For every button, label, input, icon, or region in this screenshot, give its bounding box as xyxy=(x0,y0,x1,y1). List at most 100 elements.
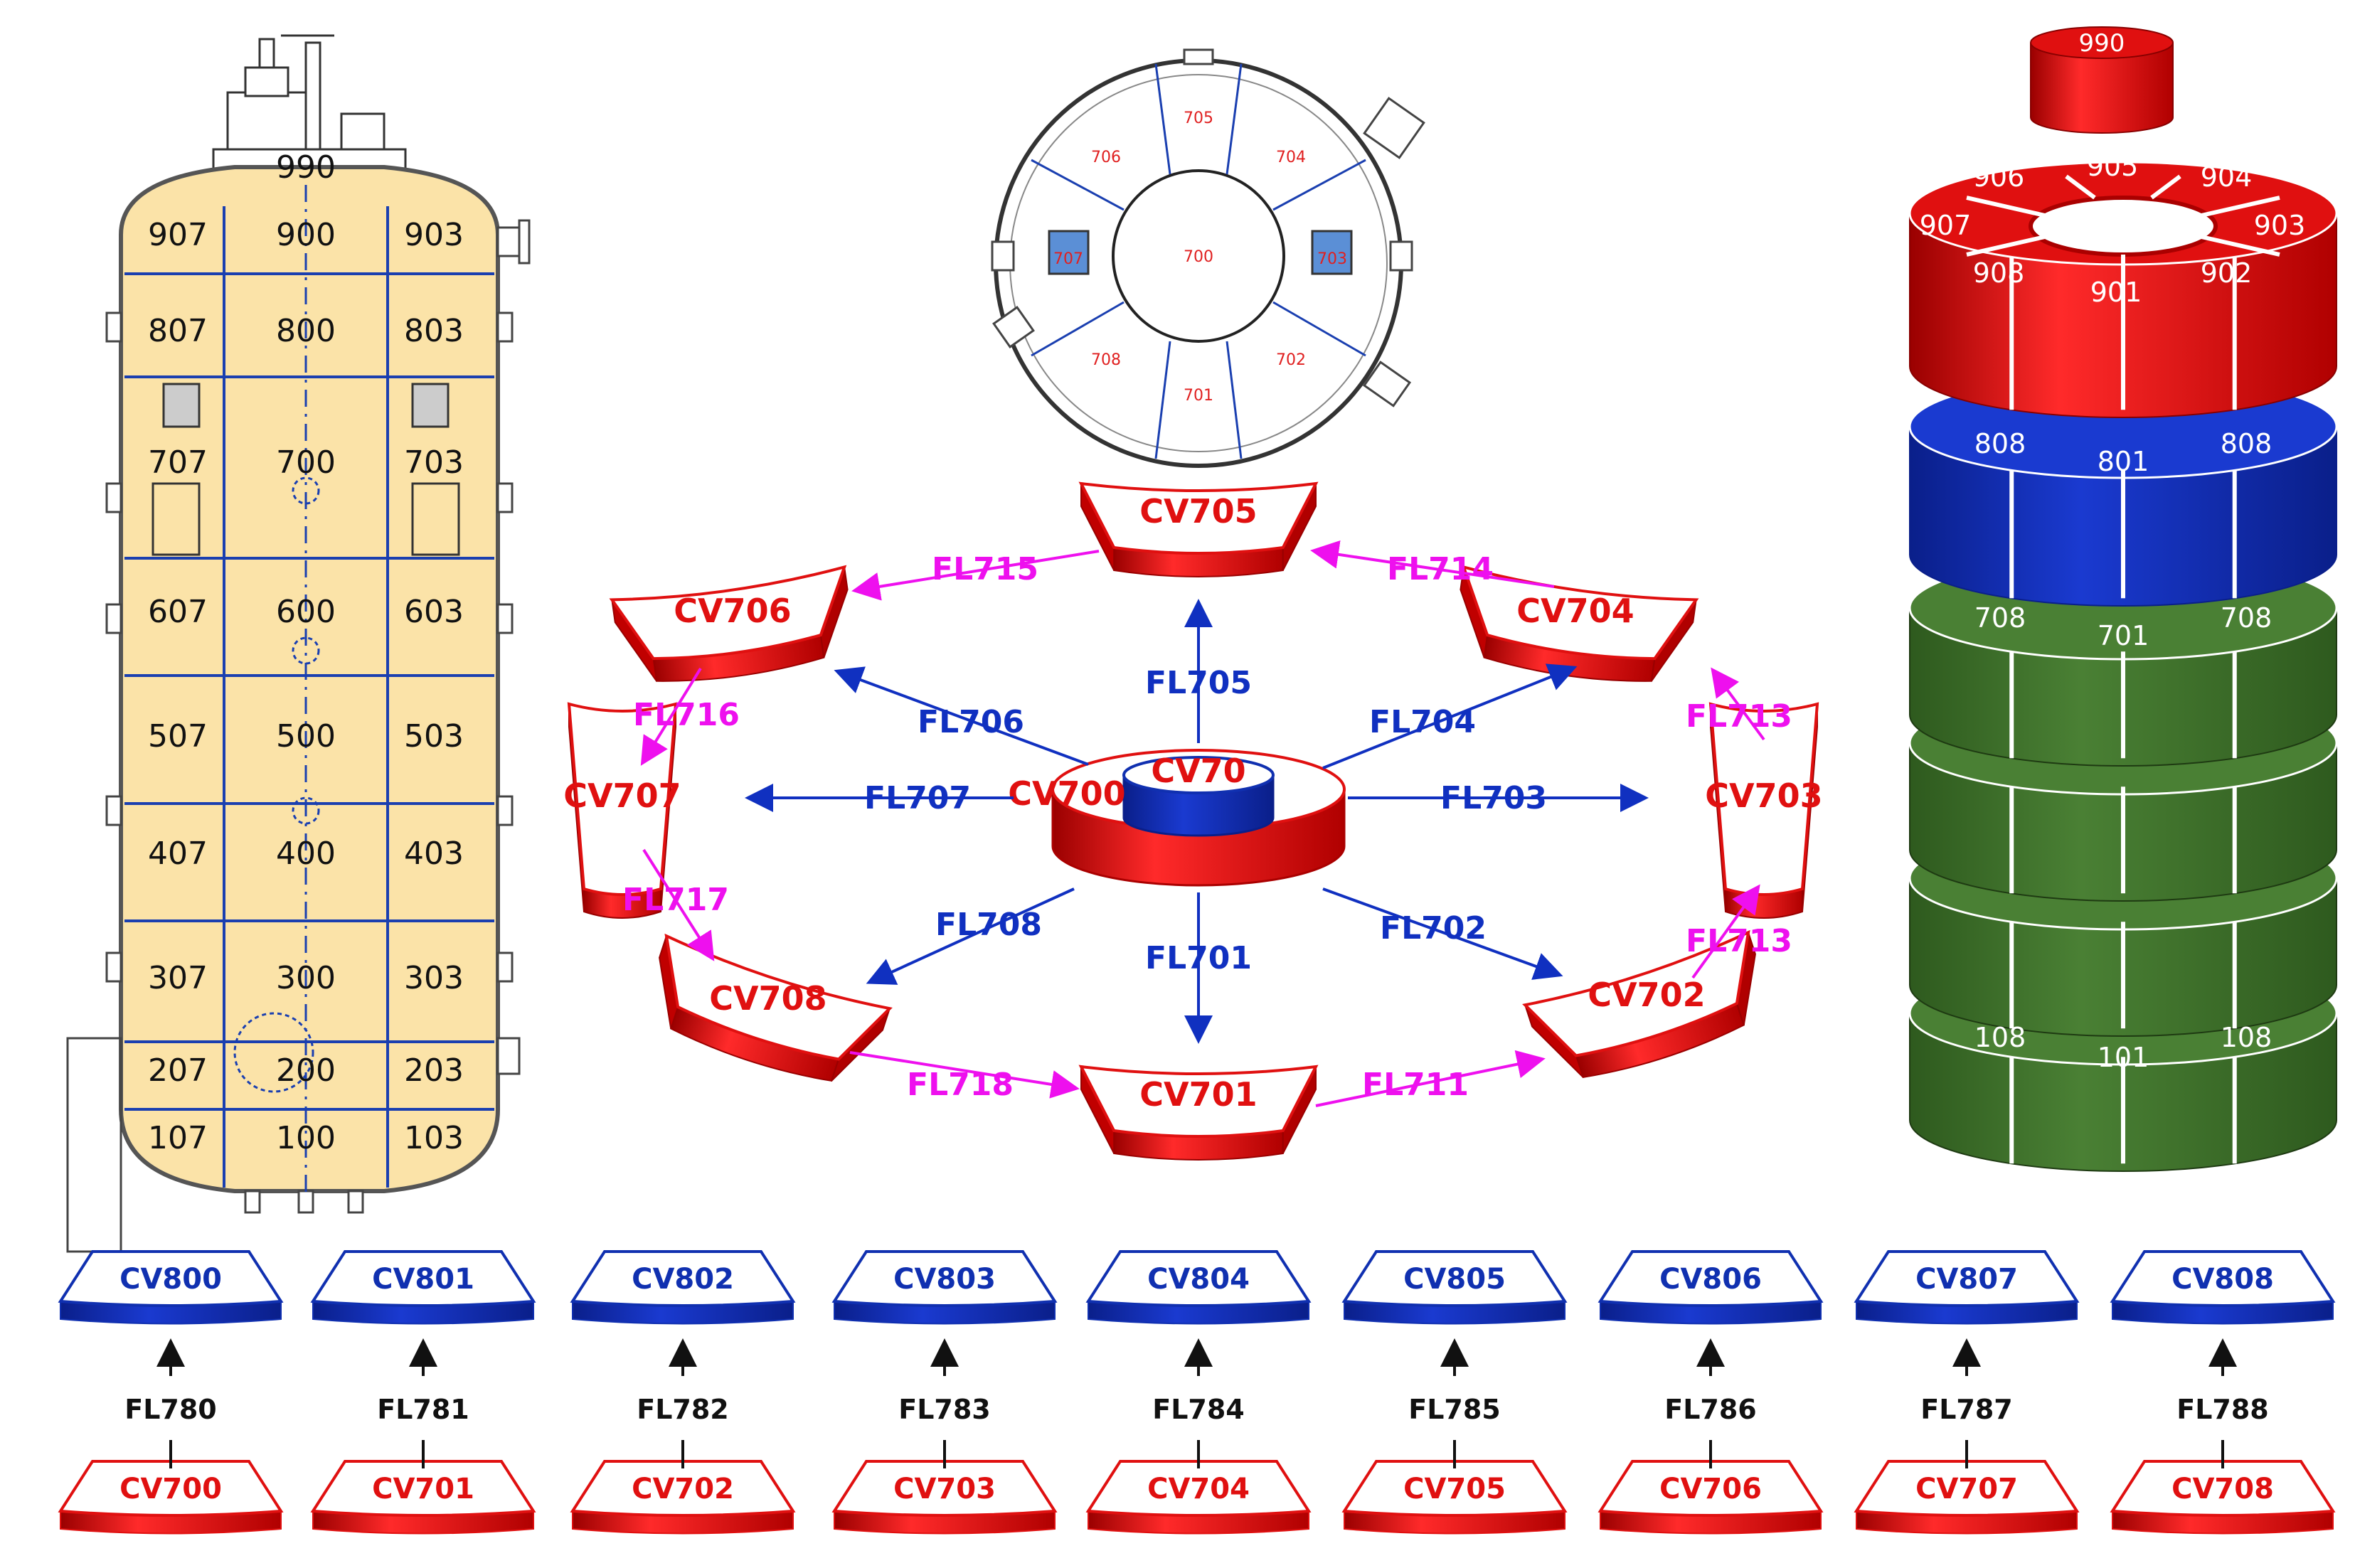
vessel-volume-label: 103 xyxy=(404,1120,464,1156)
vessel-volume-label: 400 xyxy=(276,836,336,872)
stack-blue-label: 808 xyxy=(2221,428,2272,459)
plan-center-label: 700 xyxy=(1184,248,1213,266)
bottom-upper-cv803[interactable] xyxy=(831,1250,1058,1325)
vessel-volume-label: 903 xyxy=(404,217,464,253)
flow-arrow xyxy=(1322,663,1578,769)
plan-sector-label: 708 xyxy=(1091,351,1121,369)
bottom-lower-label: CV705 xyxy=(1403,1473,1506,1505)
vessel-volume-label: 703 xyxy=(404,444,464,481)
flow-label-fl706: FL706 xyxy=(918,704,1024,740)
bottom-upper-cv806[interactable] xyxy=(1598,1250,1824,1325)
vessel-volume-label: 807 xyxy=(148,313,208,349)
bottom-upper-cv807[interactable] xyxy=(1854,1250,2080,1325)
vessel-side-nozzles xyxy=(66,219,531,1253)
bottom-upper-cv801[interactable] xyxy=(310,1250,536,1325)
vessel-volume-label: 403 xyxy=(404,836,464,872)
bottom-flow-label: FL787 xyxy=(1920,1394,2013,1425)
bottom-lower-label: CV706 xyxy=(1659,1473,1762,1505)
bottom-lower-cv707[interactable] xyxy=(1854,1460,2080,1535)
node-n704[interactable] xyxy=(1451,565,1699,692)
plan-sector-label: 707 xyxy=(1053,250,1083,268)
flow-arrow xyxy=(1322,887,1563,980)
node-n703[interactable] xyxy=(1708,702,1819,919)
stack-green-top-label: 708 xyxy=(2221,602,2272,634)
vessel-volume-label: 603 xyxy=(404,594,464,630)
bottom-upper-cv802[interactable] xyxy=(570,1250,796,1325)
flow-label-fl708: FL708 xyxy=(935,907,1042,943)
stack-green-bottom-label: 108 xyxy=(2221,1022,2272,1053)
vessel-volume-label: 407 xyxy=(148,836,208,872)
vessel-volume-label: 500 xyxy=(276,718,336,754)
node-n706[interactable] xyxy=(609,565,857,692)
node-label: CV703 xyxy=(1705,777,1822,815)
bottom-upper-cv800[interactable] xyxy=(58,1250,284,1325)
bottom-lower-cv704[interactable] xyxy=(1085,1460,1312,1535)
node-n705[interactable] xyxy=(1078,481,1319,577)
node-label: CV702 xyxy=(1588,976,1705,1014)
stack-red-label: 904 xyxy=(2201,161,2253,193)
vessel-volume-label: 800 xyxy=(276,313,336,349)
vessel-volume-label: 107 xyxy=(148,1120,208,1156)
vessel-volume-label: 900 xyxy=(276,217,336,253)
flow-label-fl704: FL704 xyxy=(1369,704,1476,740)
bottom-upper-cv805[interactable] xyxy=(1341,1250,1568,1325)
plan-sector-label: 704 xyxy=(1276,149,1306,166)
bottom-upper-label: CV807 xyxy=(1915,1263,2018,1296)
node-n701[interactable] xyxy=(1078,1065,1319,1161)
stack-red-label: 900 xyxy=(2090,210,2142,241)
stack-red-label: 905 xyxy=(2087,151,2139,182)
vessel-volume-label: 203 xyxy=(404,1052,464,1089)
stack-red-label: 902 xyxy=(2201,257,2253,289)
bottom-lower-cv705[interactable] xyxy=(1341,1460,1568,1535)
flow-label-fl716: FL716 xyxy=(633,697,740,733)
vessel-internals xyxy=(151,383,460,556)
plan-sector-label: 701 xyxy=(1184,387,1213,405)
flow-label-fl703: FL703 xyxy=(1440,780,1547,816)
bottom-upper-cv804[interactable] xyxy=(1085,1250,1312,1325)
bottom-lower-cv708[interactable] xyxy=(2110,1460,2336,1535)
node-label: CV704 xyxy=(1516,592,1634,630)
node-label: CV701 xyxy=(1139,1075,1257,1114)
vessel-volume-label: 607 xyxy=(148,594,208,630)
bottom-upper-label: CV802 xyxy=(632,1263,734,1296)
bottom-upper-label: CV806 xyxy=(1659,1263,1762,1296)
flow-arrow xyxy=(834,666,1089,766)
flow-arrow xyxy=(849,1051,1080,1099)
vessel-volume-label: 700 xyxy=(276,444,336,481)
bottom-upper-label: CV805 xyxy=(1403,1263,1506,1296)
stack-red-label: 901 xyxy=(2090,277,2142,308)
bottom-upper-label: CV800 xyxy=(119,1263,222,1296)
bottom-lower-label: CV704 xyxy=(1147,1473,1250,1505)
vessel-volume-label: 300 xyxy=(276,960,336,996)
bottom-upper-label: CV801 xyxy=(372,1263,474,1296)
flow-label-fl718: FL718 xyxy=(907,1067,1014,1103)
bottom-upper-label: CV804 xyxy=(1147,1263,1250,1296)
flow-arrow xyxy=(642,848,715,961)
bottom-flow-label: FL783 xyxy=(898,1394,991,1425)
bottom-lower-label: CV707 xyxy=(1915,1473,2018,1505)
bottom-lower-cv700[interactable] xyxy=(58,1460,284,1535)
vessel-volume-label: 207 xyxy=(148,1052,208,1089)
node-n702[interactable] xyxy=(1522,929,1777,1094)
flow-label-fl715: FL715 xyxy=(932,551,1038,587)
flow-arrow xyxy=(866,887,1075,985)
plan-sector-label: 706 xyxy=(1091,149,1121,166)
bottom-flow-label: FL788 xyxy=(2176,1394,2269,1425)
bottom-lower-label: CV702 xyxy=(632,1473,734,1505)
flow-arrow xyxy=(640,667,702,766)
node-cv700[interactable]: CV700 CV70 xyxy=(1008,749,1346,887)
bottom-flow-label: FL786 xyxy=(1664,1394,1757,1425)
bottom-lower-cv702[interactable] xyxy=(570,1460,796,1535)
bottom-upper-cv808[interactable] xyxy=(2110,1250,2336,1325)
vessel-volume-label: 907 xyxy=(148,217,208,253)
bottom-lower-cv706[interactable] xyxy=(1598,1460,1824,1535)
bottom-lower-cv703[interactable] xyxy=(831,1460,1058,1535)
stack-red-label: 907 xyxy=(1920,210,1972,241)
bottom-lower-cv701[interactable] xyxy=(310,1460,536,1535)
plan-sector-label: 703 xyxy=(1317,250,1347,268)
node-n708[interactable] xyxy=(638,933,893,1097)
flow-label-fl711: FL711 xyxy=(1362,1067,1469,1103)
